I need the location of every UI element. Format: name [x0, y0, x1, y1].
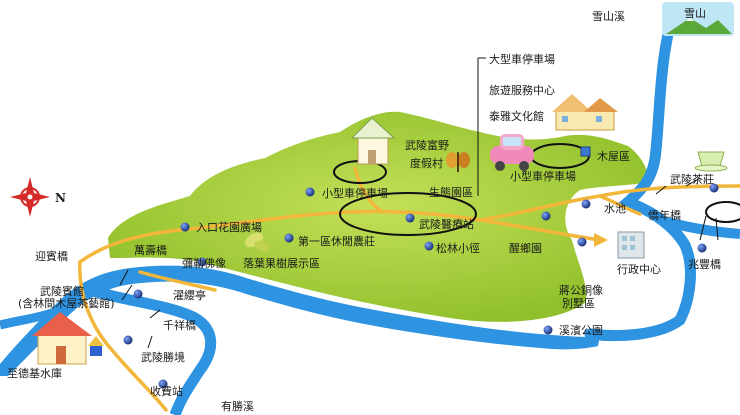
wuling-guesthouse-sublabel: (含林間木屋茶藝館): [18, 297, 115, 310]
leaf-fruit-icon: [244, 232, 270, 252]
taiya-hall-label: 泰雅文化館: [489, 110, 544, 123]
yingbin-bridge-label: 迎賓橋: [35, 250, 68, 263]
guesthouse-icon: [32, 312, 104, 365]
visitor-center-label: 旅遊服務中心: [489, 84, 555, 97]
snow-mountain-badge: [662, 2, 734, 36]
zhaofeng-bridge-label: 兆豐橋: [688, 258, 721, 271]
small-parking-2-label: 小型車停車場: [510, 170, 576, 183]
toll-station-label: 收費站: [150, 385, 183, 398]
north-label: N: [55, 191, 66, 205]
songlin-path-label: 松林小徑: [436, 242, 480, 255]
water-pond-label: 水池: [604, 202, 626, 215]
butterfly-icon: [446, 152, 470, 172]
chiang-villa-label: 別墅區: [562, 297, 595, 310]
river-xueshan: [584, 12, 696, 342]
yousheng-stream-label: 有勝溪: [221, 400, 254, 413]
chiang-statue-label: 蔣公銅像: [559, 284, 603, 297]
snow-mountain-badge-label: 雪山: [684, 7, 706, 20]
entrance-plaza-label: 入口花園廣場: [196, 221, 262, 234]
leader-lines: [119, 57, 719, 349]
poi-markers: [123, 183, 719, 389]
houses-icon: [552, 94, 618, 131]
milefo-label: 彌勒佛像: [182, 257, 226, 270]
leaf-fruit-label: 落葉果樹展示區: [243, 257, 320, 270]
wanshou-bridge-label: 萬壽橋: [134, 244, 167, 257]
resort-building-icon: [350, 117, 396, 165]
admin-building-icon: [617, 231, 645, 259]
cabin-area-label: 木屋區: [597, 150, 630, 163]
small-parking-1-label: 小型車停車場: [322, 187, 388, 200]
xingxiang-garden-label: 醒鄉園: [509, 242, 542, 255]
resort-label: 度假村: [410, 157, 443, 170]
xibin-park-label: 溪濱公園: [559, 324, 603, 337]
car-icon: [490, 134, 534, 171]
zhide-reservoir-label: 至德基水庫: [7, 367, 62, 380]
compass-rose: [10, 177, 50, 217]
farm-land-area: [108, 111, 650, 322]
cabin-area-marker: [580, 146, 591, 157]
river-southwest: [88, 284, 217, 415]
big-parking-label: 大型車停車場: [489, 53, 555, 66]
wuling-fuye-label: 武陵富野: [405, 139, 449, 152]
first-rest-area-label: 第一區休閒農莊: [298, 235, 375, 248]
tea-cup-icon: [694, 151, 728, 172]
admin-center-label: 行政中心: [617, 263, 661, 276]
qianxiang-bridge-label: 千祥橋: [163, 319, 196, 332]
qiannian-bridge-label: 僑年橋: [648, 209, 681, 222]
river-west-arm: [0, 305, 62, 330]
road-arrow: [594, 233, 608, 247]
wuling-clinic-label: 武陵醫療站: [419, 218, 474, 231]
wuling-tea-label: 武陵茶莊: [670, 173, 714, 186]
wuling-guesthouse-label: 武陵賓館: [40, 285, 84, 298]
wuling-scenic-label: 武陵勝境: [141, 351, 185, 364]
xueshan-stream-label: 雪山溪: [592, 10, 625, 23]
zhuolan-pavilion-label: 濯纓亭: [173, 289, 206, 302]
ecology-park-label: 生態園區: [429, 186, 473, 199]
